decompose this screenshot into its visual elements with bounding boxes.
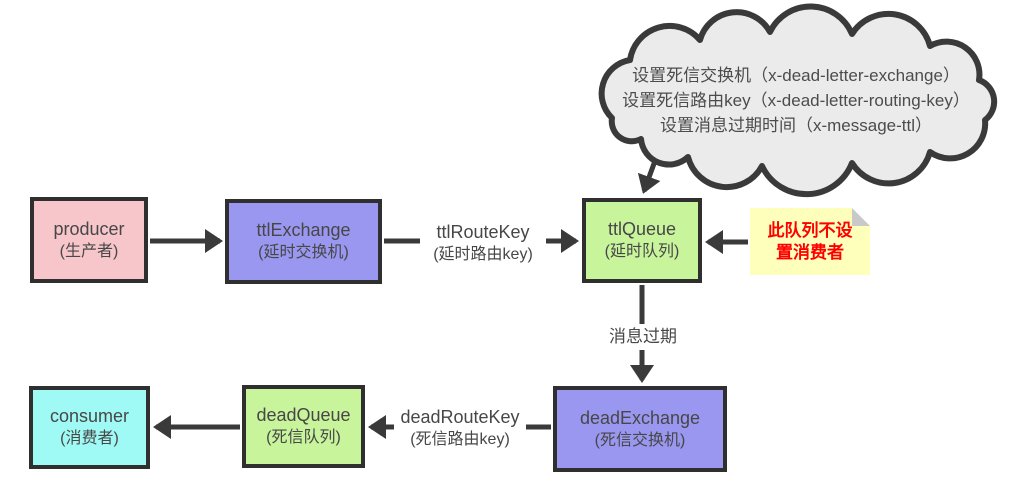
sticky-note: 此队列不设 置消费者 — [750, 208, 870, 275]
node-consumer-title: consumer — [49, 406, 130, 426]
sticky-note-line-1: 此队列不设 — [767, 220, 853, 240]
node-consumer: consumer (消费者) — [29, 386, 150, 469]
node-ttlqueue-subtitle: (延时队列) — [604, 243, 680, 260]
cloud-annotation: 设置死信交换机（x-dead-letter-exchange） 设置死信路由ke… — [598, 63, 994, 138]
edge-label-message-expire-title: 消息过期 — [609, 327, 677, 346]
edge-label-dead-route-key-title: deadRouteKey — [400, 406, 520, 427]
node-ttlqueue: ttlQueue (延时队列) — [582, 198, 702, 283]
cloud-line-2: 设置死信路由key（x-dead-letter-routing-key） — [622, 91, 970, 110]
edge-label-ttl-route-key: ttlRouteKey (延时路由key) — [420, 217, 546, 269]
edge-label-dead-route-key: deadRouteKey (死信路由key) — [394, 402, 526, 454]
node-ttlexchange-title: ttlExchange — [256, 220, 351, 240]
cloud-shape — [598, 3, 998, 198]
node-deadqueue-subtitle: (死信队列) — [266, 429, 341, 446]
node-ttlexchange-subtitle: (延时交换机) — [258, 244, 349, 261]
node-producer-subtitle: (生产者) — [59, 242, 119, 260]
node-ttlqueue-title: ttlQueue — [607, 219, 677, 239]
edge-label-message-expire: 消息过期 — [607, 324, 679, 350]
sticky-note-line-2: 置消费者 — [776, 242, 844, 262]
cloud-line-3: 设置消息过期时间（x-message-ttl） — [659, 116, 933, 135]
edge-label-ttl-route-key-title: ttlRouteKey — [436, 221, 530, 242]
edge-label-ttl-route-key-subtitle: (延时路由key) — [433, 245, 533, 263]
node-deadqueue: deadQueue (死信队列) — [242, 385, 365, 468]
edge-label-dead-route-key-subtitle: (死信路由key) — [410, 430, 510, 448]
node-deadqueue-title: deadQueue — [256, 405, 351, 425]
node-producer: producer (生产者) — [30, 197, 148, 283]
node-consumer-subtitle: (消费者) — [60, 430, 119, 447]
node-ttlexchange: ttlExchange (延时交换机) — [225, 199, 382, 284]
node-producer-title: producer — [53, 218, 125, 239]
node-deadexchange-title: deadExchange — [579, 407, 701, 428]
node-deadexchange: deadExchange (死信交换机) — [553, 386, 727, 472]
cloud-line-1: 设置死信交换机（x-dead-letter-exchange） — [632, 66, 960, 85]
node-deadexchange-subtitle: (死信交换机) — [594, 431, 686, 449]
